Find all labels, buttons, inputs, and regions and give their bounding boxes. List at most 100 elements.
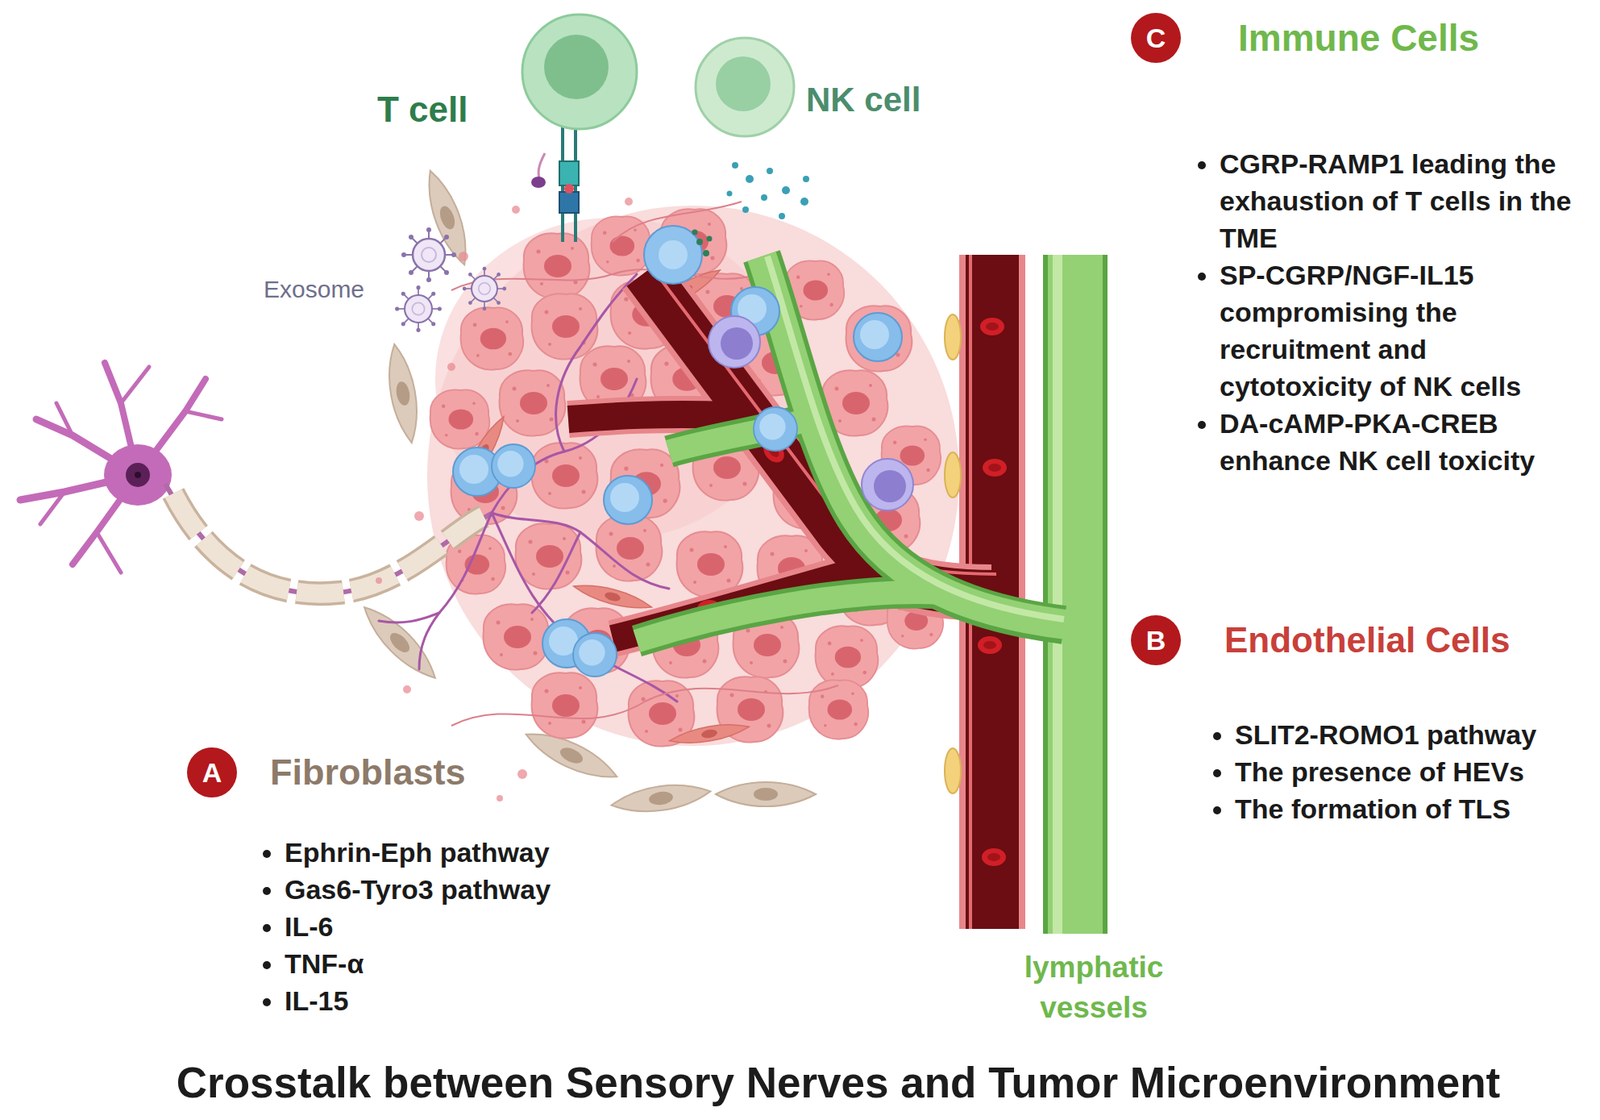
tumor-cell	[531, 293, 599, 359]
bullet-point: SLIT2-ROMO1 pathway	[1234, 715, 1574, 753]
red-blood-cell	[982, 458, 1007, 477]
tumor-cell	[846, 305, 913, 371]
exosome	[401, 227, 457, 283]
neuron-soma	[103, 444, 172, 506]
antigen	[564, 183, 574, 194]
section-badge: AFibroblasts	[186, 746, 238, 798]
sensory-neuron	[20, 362, 494, 594]
badge-circle	[1130, 12, 1181, 63]
bullet-point: DA-cAMP-PKA-CREB enhance NK cell toxicit…	[1219, 404, 1583, 479]
badge-letter: B	[1130, 614, 1182, 666]
vesicle	[517, 768, 528, 779]
vesicle	[511, 205, 520, 214]
immune-cell	[603, 475, 653, 524]
tumor-cell	[591, 216, 652, 275]
nerve-fiber	[419, 512, 492, 670]
granule	[745, 174, 754, 183]
cell-membrane	[695, 37, 794, 137]
exosome	[394, 285, 442, 333]
granule	[781, 186, 790, 195]
red-blood-cell	[981, 847, 1006, 866]
lymphatic-vessel-lumen	[636, 591, 940, 641]
cell-label: T cell	[377, 88, 469, 131]
granule	[802, 175, 810, 183]
lymphatic-vessel-lumen	[1047, 254, 1103, 934]
pericyte	[944, 748, 961, 794]
dendrite	[120, 366, 150, 404]
t-cell: T cell	[520, 12, 639, 131]
vessel-label: lymphatic vessels	[1001, 947, 1187, 1028]
vesicle	[458, 251, 469, 262]
lymphatic-vessel-highlight	[1052, 254, 1063, 934]
tumor-cell	[815, 625, 879, 688]
granule	[692, 229, 699, 236]
bullet-point: The formation of TLS	[1234, 789, 1574, 828]
granule	[742, 206, 749, 213]
fibroblast	[715, 781, 816, 807]
section-heading: Fibroblasts	[270, 749, 466, 795]
vesicles	[375, 197, 633, 802]
axon	[165, 483, 494, 594]
red-blood-cell	[977, 635, 1002, 654]
vesicle	[624, 197, 633, 206]
section-badge: BEndothelial Cells	[1130, 614, 1182, 666]
diagram-title: Crosstalk between Sensory Nerves and Tum…	[76, 1057, 1600, 1108]
fine-fiber	[451, 685, 839, 726]
exosome-label: Exosome	[263, 274, 365, 305]
dendrite	[56, 403, 73, 436]
fibroblast	[382, 341, 424, 445]
badge-letter: A	[186, 746, 238, 798]
receptor	[559, 161, 579, 186]
granule	[696, 238, 703, 246]
bullet-list: CGRP-RAMP1 leading the exhaustion of T c…	[1219, 145, 1583, 479]
cell-label: NK cell	[806, 78, 921, 121]
tumor-cell	[515, 523, 582, 589]
vesicle	[375, 577, 383, 584]
tumor-cell	[430, 389, 491, 449]
dendrite	[40, 491, 65, 524]
cell-membrane	[522, 14, 637, 129]
vesicle	[403, 685, 412, 694]
node-outline	[694, 36, 796, 138]
vesicle	[447, 362, 456, 371]
nerve-fiber	[378, 612, 440, 623]
badge-circle	[1130, 615, 1181, 665]
exosome	[462, 266, 507, 311]
granule	[778, 212, 786, 220]
tumor-cell	[531, 442, 599, 508]
node-outline	[520, 12, 639, 131]
lymphatic-branch	[636, 256, 1069, 641]
neuron-nucleus	[125, 462, 150, 487]
bullet-point: Ephrin-Eph pathway	[284, 833, 624, 871]
pericyte	[944, 452, 961, 498]
tcr-contact	[531, 127, 579, 242]
nerve-fiber	[491, 512, 678, 702]
immune-cell	[491, 444, 536, 488]
immune-cell	[853, 312, 902, 362]
lymphatic-vessel-lumen	[761, 256, 1069, 625]
tumor-cell	[461, 307, 524, 370]
lymphatic-vessel-highlight	[767, 256, 1064, 620]
bullet-point: The presence of HEVs	[1234, 752, 1574, 790]
lymphatic-vessel-wall	[1043, 254, 1108, 934]
bullet-point: SP-CGRP/NGF-IL15 compromising the recrui…	[1219, 256, 1583, 405]
target-cell	[644, 225, 713, 284]
spindle-cell	[668, 718, 751, 748]
granule	[766, 167, 773, 175]
ligand	[531, 176, 546, 188]
granule	[731, 162, 739, 169]
badge-circle	[187, 747, 237, 798]
nk-granules	[727, 162, 811, 220]
nk-cell: NK cell	[694, 36, 796, 138]
immune-cell	[753, 407, 798, 451]
myelin-sheath	[173, 493, 484, 594]
cell-nucleus	[715, 56, 771, 112]
tumor-mass	[427, 205, 960, 746]
immune-cell	[861, 458, 914, 511]
blood-vessel-lumen	[568, 414, 730, 420]
tumor-cell	[523, 232, 591, 299]
granule	[706, 236, 713, 242]
spindle-cell	[571, 578, 653, 614]
cell-nucleus	[544, 34, 609, 100]
